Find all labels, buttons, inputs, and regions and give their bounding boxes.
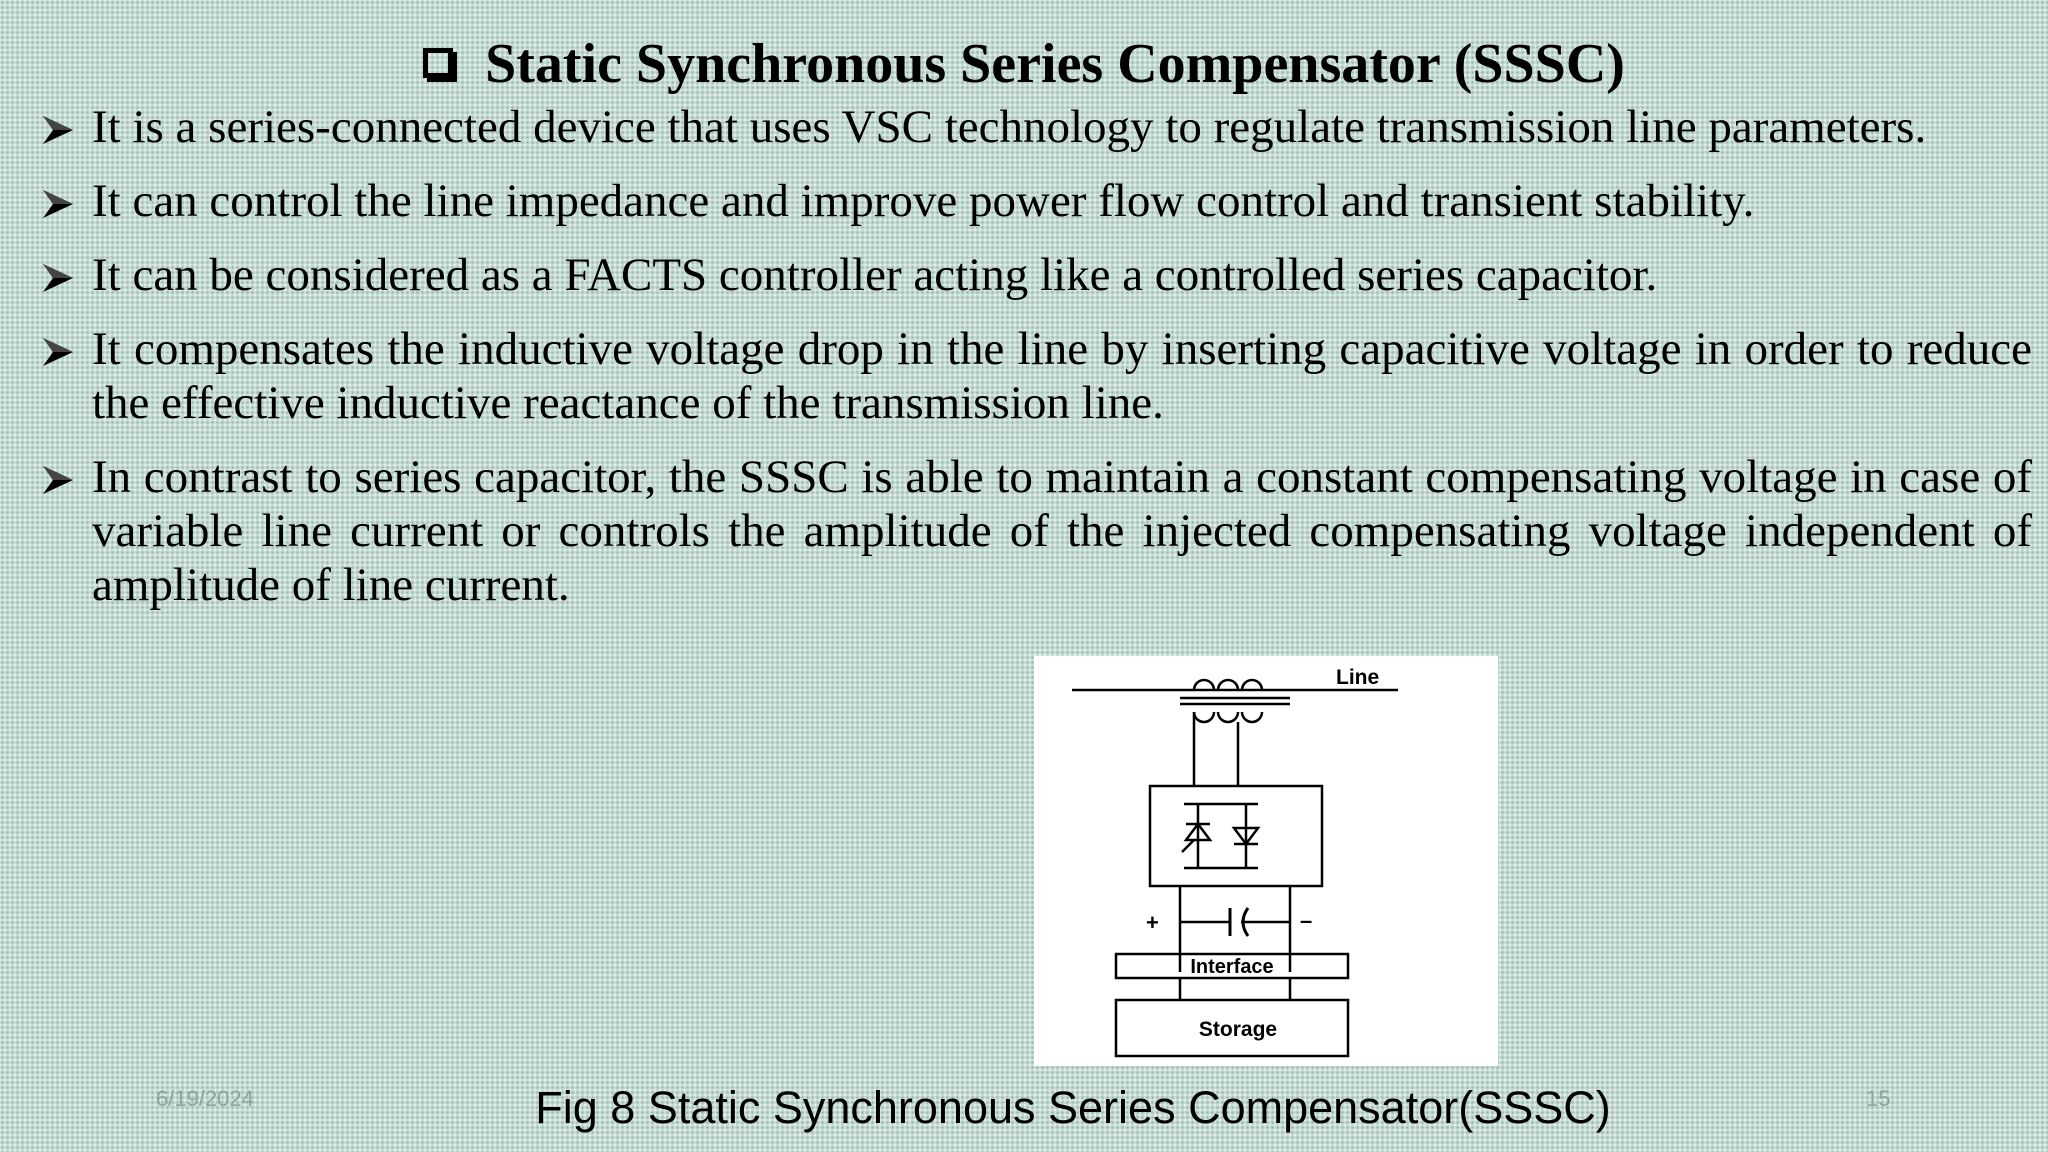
list-item: It compensates the inductive voltage dro… [36,322,2032,430]
plus-label: + [1146,910,1159,935]
bullet-list: It is a series-connected device that use… [36,100,2032,632]
list-item: It can be considered as a FACTS controll… [36,248,2032,302]
slide-date: 6/19/2024 [156,1086,254,1111]
interface-label: Interface [1190,956,1273,978]
sssc-circuit-figure: Line [1034,656,1498,1066]
arrowhead-icon [43,338,73,366]
list-item: It is a series-connected device that use… [36,100,2032,154]
list-item: In contrast to series capacitor, the SSS… [36,450,2032,612]
transformer-icon [1180,678,1290,724]
converter-box [1148,784,1324,888]
list-item: It can control the line impedance and im… [36,174,2032,228]
bullet-text: In contrast to series capacitor, the SSS… [92,451,2032,611]
storage-label: Storage [1199,1018,1277,1041]
bullet-text: It can be considered as a FACTS controll… [92,249,1658,301]
figure-caption: Fig 8 Static Synchronous Series Compensa… [535,1082,1611,1133]
slide-title-text: Static Synchronous Series Compensator (S… [485,33,1625,95]
arrowhead-icon [43,264,73,292]
bullet-text: It is a series-connected device that use… [92,101,1927,153]
page-number: 15 [1866,1086,1891,1111]
arrowhead-icon [43,190,73,218]
square-box-icon [423,48,454,78]
slide-title: Static Synchronous Series Compensator (S… [0,28,2048,100]
circuit-diagram: Line [1072,666,1398,1058]
minus-label: – [1300,908,1312,933]
interface-box [1114,952,1350,980]
bullet-text: It compensates the inductive voltage dro… [92,323,2032,429]
thyristor-icon [1181,802,1261,870]
arrowhead-icon [43,116,73,144]
bullet-text: It can control the line impedance and im… [92,175,1755,227]
storage-box [1114,998,1350,1058]
arrowhead-icon [43,466,73,494]
line-label: Line [1336,666,1379,689]
